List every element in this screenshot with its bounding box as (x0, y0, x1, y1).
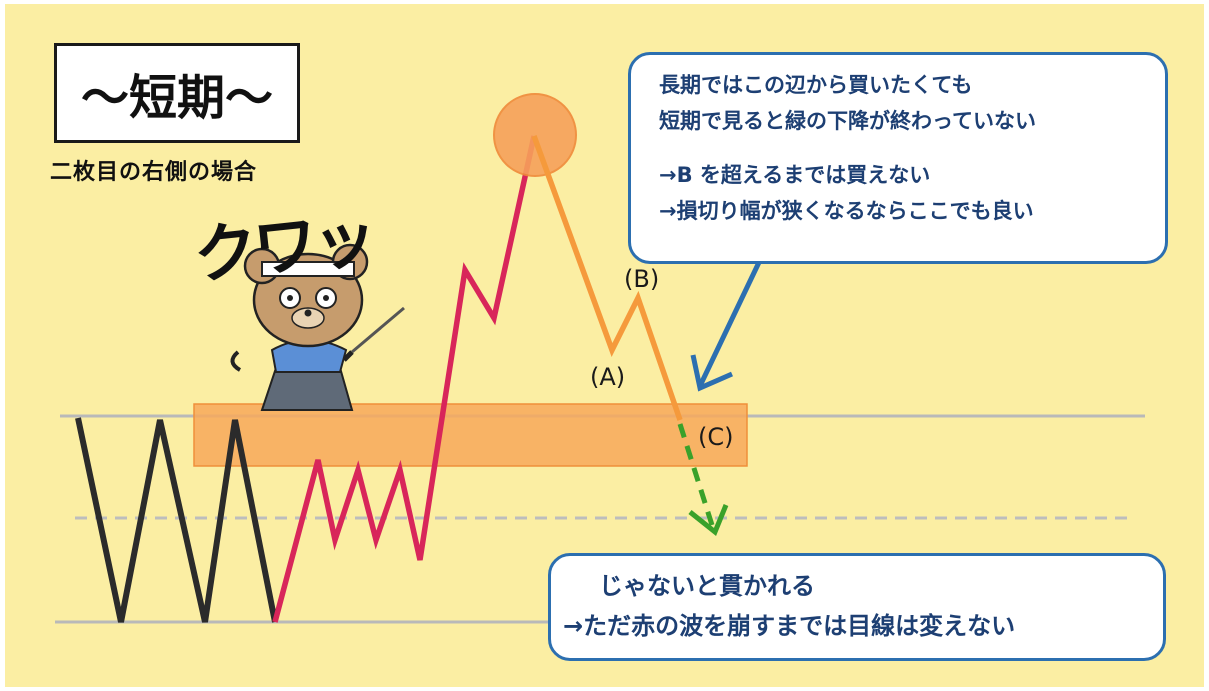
callout-bottom-line2: →ただ赤の波を崩すまでは目線は変えない (563, 612, 1016, 640)
sound-effect-text: クワッ (190, 200, 378, 295)
subtitle: 二枚目の右側の場合 (50, 160, 258, 185)
green-dashed-arrow-icon (677, 423, 729, 537)
callout-top-line1: 長期ではこの辺から買いたくても (659, 73, 973, 97)
callout-bottom-line1: じゃないと貫かれる (599, 572, 815, 600)
callout-bottom: じゃないと貫かれる →ただ赤の波を崩すまでは目線は変えない (548, 553, 1166, 661)
callout-top-line4: →損切り幅が狭くなるならここでも良い (659, 199, 1034, 223)
callout-top-line2: 短期で見ると緑の下降が終わっていない (659, 109, 1036, 133)
red-up-wave (272, 135, 537, 623)
blue-arrow-icon (690, 254, 765, 392)
callout-top-line3: →B を超えるまでは買えない (659, 163, 931, 187)
support-zone (193, 403, 748, 467)
orange-down-wave (531, 135, 683, 421)
callout-top: 長期ではこの辺から買いたくても 短期で見ると緑の下降が終わっていない →B を超… (628, 52, 1168, 264)
samurai-mascot-icon (230, 243, 405, 411)
point-a-label: (A) (590, 363, 626, 391)
black-range-wave (75, 417, 278, 623)
peak-circle-icon (493, 93, 577, 177)
point-b-label: (B) (624, 265, 660, 293)
page-title: ～短期～ (54, 43, 300, 143)
point-c-label: (C) (698, 423, 734, 451)
